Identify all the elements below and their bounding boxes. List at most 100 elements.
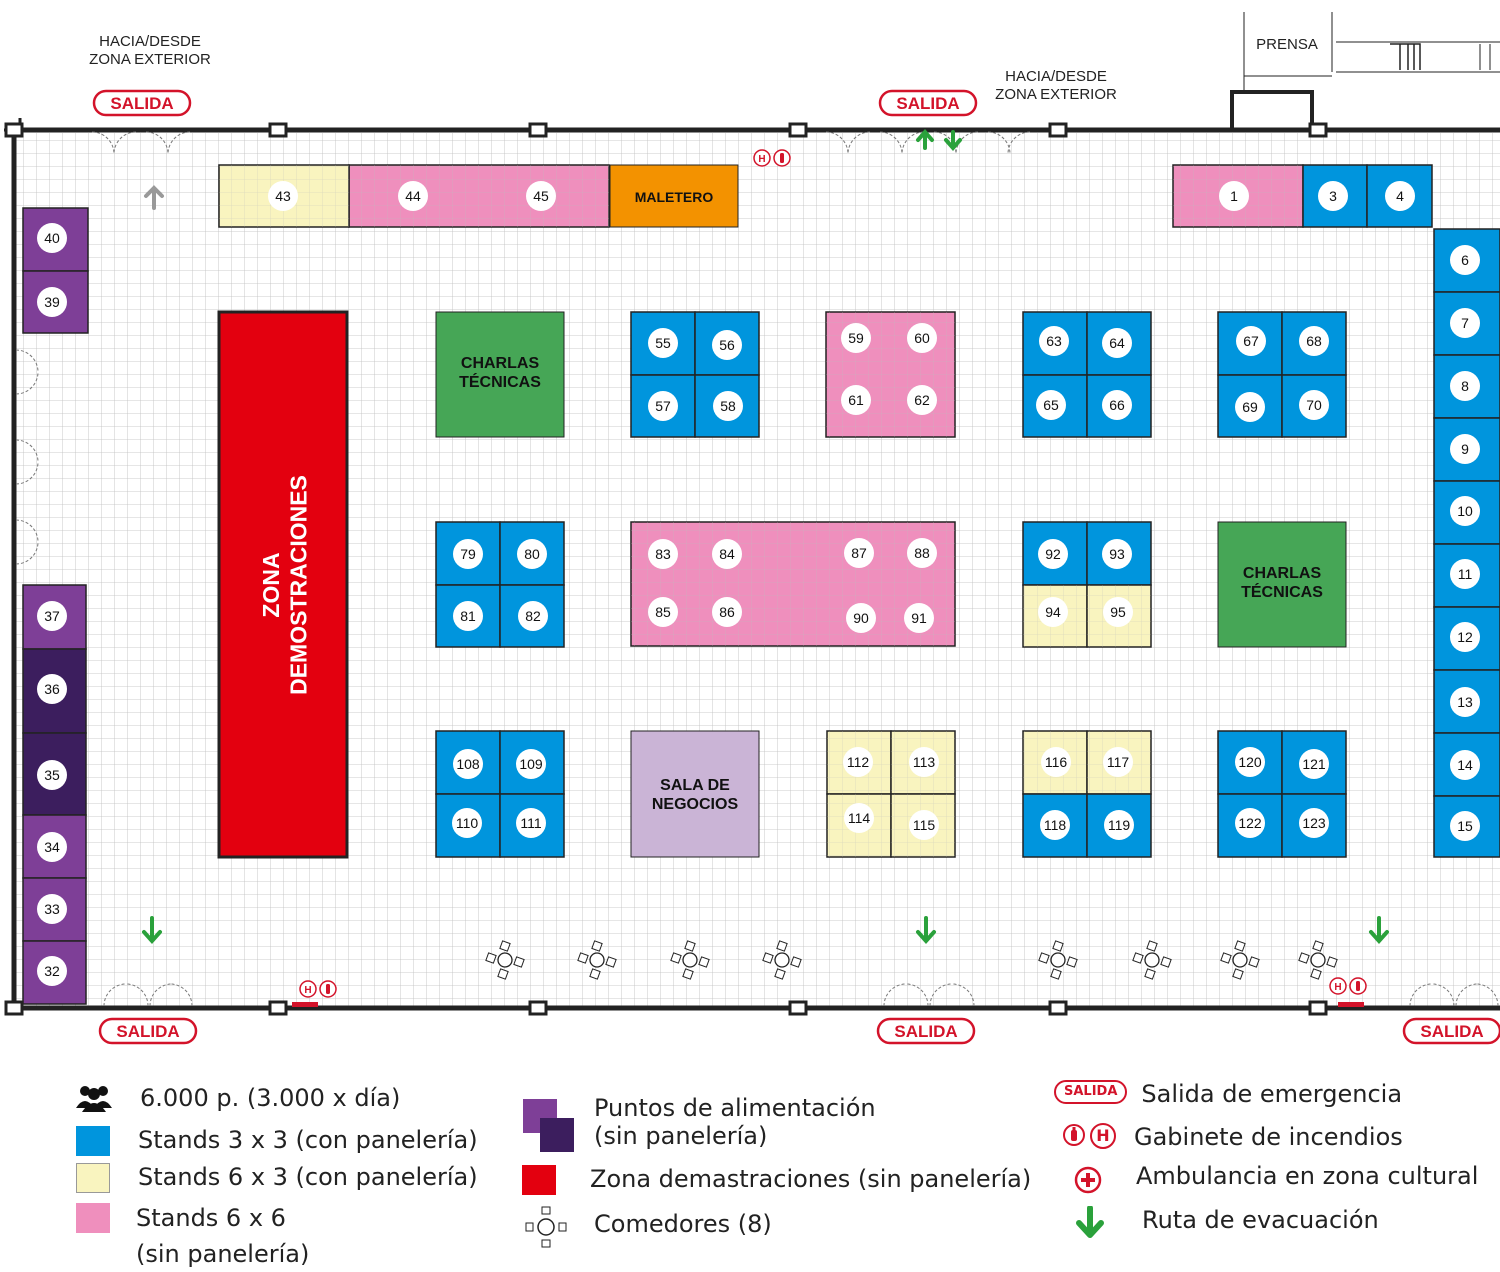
stand-6[interactable]: 6: [1433, 228, 1500, 293]
stand-13[interactable]: 13: [1433, 669, 1500, 734]
stand-7[interactable]: 7: [1433, 291, 1500, 356]
stand-118[interactable]: 118: [1022, 793, 1088, 858]
stand-93[interactable]: 93: [1086, 521, 1152, 586]
stand-61[interactable]: 61: [841, 385, 871, 415]
stand-15[interactable]: 15: [1433, 795, 1500, 858]
pink-block-grid: [631, 522, 955, 646]
stand-116[interactable]: 116: [1022, 730, 1088, 795]
stand-70[interactable]: 70: [1281, 374, 1347, 438]
stand-88[interactable]: 88: [907, 538, 937, 568]
stand-123-badge: [1299, 808, 1329, 838]
stand-112[interactable]: 112: [826, 730, 892, 795]
stand-87[interactable]: 87: [844, 538, 874, 568]
stand-60[interactable]: 60: [907, 323, 937, 353]
stand-94[interactable]: 94: [1022, 584, 1088, 648]
stand-3[interactable]: 3: [1302, 164, 1368, 228]
stand-85-badge: [648, 597, 678, 627]
stand-90[interactable]: 90: [846, 603, 876, 633]
stand-62-badge: [907, 385, 937, 415]
stand-95[interactable]: 95: [1086, 584, 1152, 648]
stand-33[interactable]: 33: [22, 877, 87, 942]
stand-number: 11: [1458, 566, 1473, 582]
stand-number: 63: [1046, 333, 1062, 349]
stand-number: 121: [1302, 756, 1326, 772]
stand-86[interactable]: 86: [712, 597, 742, 627]
stand-108[interactable]: 108: [435, 730, 501, 795]
stand-66[interactable]: 66: [1086, 374, 1152, 438]
label-line: DEMOSTRACIONES: [286, 475, 312, 695]
stand-91[interactable]: 91: [904, 603, 934, 633]
stand-119[interactable]: 119: [1086, 793, 1152, 858]
red-swatch: [522, 1165, 556, 1195]
stand-115[interactable]: 115: [890, 793, 956, 858]
stand-123[interactable]: 123: [1281, 793, 1347, 858]
stand-35[interactable]: 35: [22, 732, 87, 816]
stand-14[interactable]: 14: [1433, 732, 1500, 797]
stand-number: 36: [44, 681, 60, 697]
stand-56[interactable]: 56: [694, 311, 760, 376]
legend-capacity: 6.000 p. (3.000 x día): [74, 1084, 400, 1112]
stand-110[interactable]: 110: [435, 793, 501, 858]
legend-ruta-evacuacion: Ruta de evacuación: [1074, 1206, 1379, 1240]
salida-pill: [876, 1017, 976, 1045]
stand-10[interactable]: 10: [1433, 480, 1500, 545]
legend-zona-demostraciones: Zona demastraciones (sin panelería): [522, 1165, 1031, 1195]
stand-64[interactable]: 64: [1086, 311, 1152, 376]
stand-111[interactable]: 111: [499, 793, 565, 858]
stand-44[interactable]: 44: [398, 181, 428, 211]
stand-number: 64: [1109, 335, 1125, 351]
stand-62[interactable]: 62: [907, 385, 937, 415]
stand-83[interactable]: 83: [648, 539, 678, 569]
stand-68[interactable]: 68: [1281, 311, 1347, 376]
stand-117[interactable]: 117: [1086, 730, 1152, 795]
stand-58[interactable]: 58: [694, 374, 760, 438]
stand-67[interactable]: 67: [1217, 311, 1283, 376]
stand-39-badge: [37, 287, 67, 317]
stand-121[interactable]: 121: [1281, 730, 1347, 795]
stand-1[interactable]: 1: [1219, 181, 1249, 211]
stand-43[interactable]: 43: [218, 164, 350, 228]
stand-45[interactable]: 45: [526, 181, 556, 211]
stand-36[interactable]: 36: [22, 648, 87, 734]
stand-114[interactable]: 114: [826, 793, 892, 858]
stand-number: 65: [1043, 397, 1059, 413]
stand-84[interactable]: 84: [712, 539, 742, 569]
stand-120-badge: [1235, 747, 1265, 777]
stand-82[interactable]: 82: [499, 584, 565, 648]
stand-65[interactable]: 65: [1022, 374, 1088, 438]
blue-swatch: [76, 1126, 110, 1156]
legend-gabinete-incendios-text: Gabinete de incendios: [1134, 1123, 1403, 1151]
stand-81[interactable]: 81: [435, 584, 501, 648]
stand-37[interactable]: 37: [22, 584, 87, 650]
stand-59[interactable]: 59: [841, 323, 871, 353]
stand-number: 37: [44, 608, 60, 624]
evacuation-arrow-icon: [916, 916, 936, 945]
stand-12[interactable]: 12: [1433, 606, 1500, 671]
stand-69[interactable]: 69: [1217, 374, 1283, 438]
stand-4[interactable]: 4: [1366, 164, 1433, 228]
stand-122[interactable]: 122: [1217, 793, 1283, 858]
stand-34[interactable]: 34: [22, 814, 87, 879]
stand-79[interactable]: 79: [435, 521, 501, 586]
salida-text: SALIDA: [116, 1022, 179, 1041]
stand-109[interactable]: 109: [499, 730, 565, 795]
stand-number: 45: [533, 188, 549, 204]
stand-85[interactable]: 85: [648, 597, 678, 627]
stand-63[interactable]: 63: [1022, 311, 1088, 376]
stand-32[interactable]: 32: [22, 940, 87, 1005]
stand-11[interactable]: 11: [1433, 543, 1500, 608]
stand-57[interactable]: 57: [630, 374, 696, 438]
stand-80[interactable]: 80: [499, 521, 565, 586]
stand-8[interactable]: 8: [1433, 354, 1500, 419]
stand-120[interactable]: 120: [1217, 730, 1283, 795]
stand-68-badge: [1299, 326, 1329, 356]
stand-9[interactable]: 9: [1433, 417, 1500, 482]
stand-113[interactable]: 113: [890, 730, 956, 795]
stand-55[interactable]: 55: [630, 311, 696, 376]
stand-39[interactable]: 39: [22, 270, 89, 334]
stand-number: 83: [655, 546, 671, 562]
stand-92[interactable]: 92: [1022, 521, 1088, 586]
stand-number: 114: [848, 810, 871, 826]
stand-40[interactable]: 40: [22, 207, 89, 272]
